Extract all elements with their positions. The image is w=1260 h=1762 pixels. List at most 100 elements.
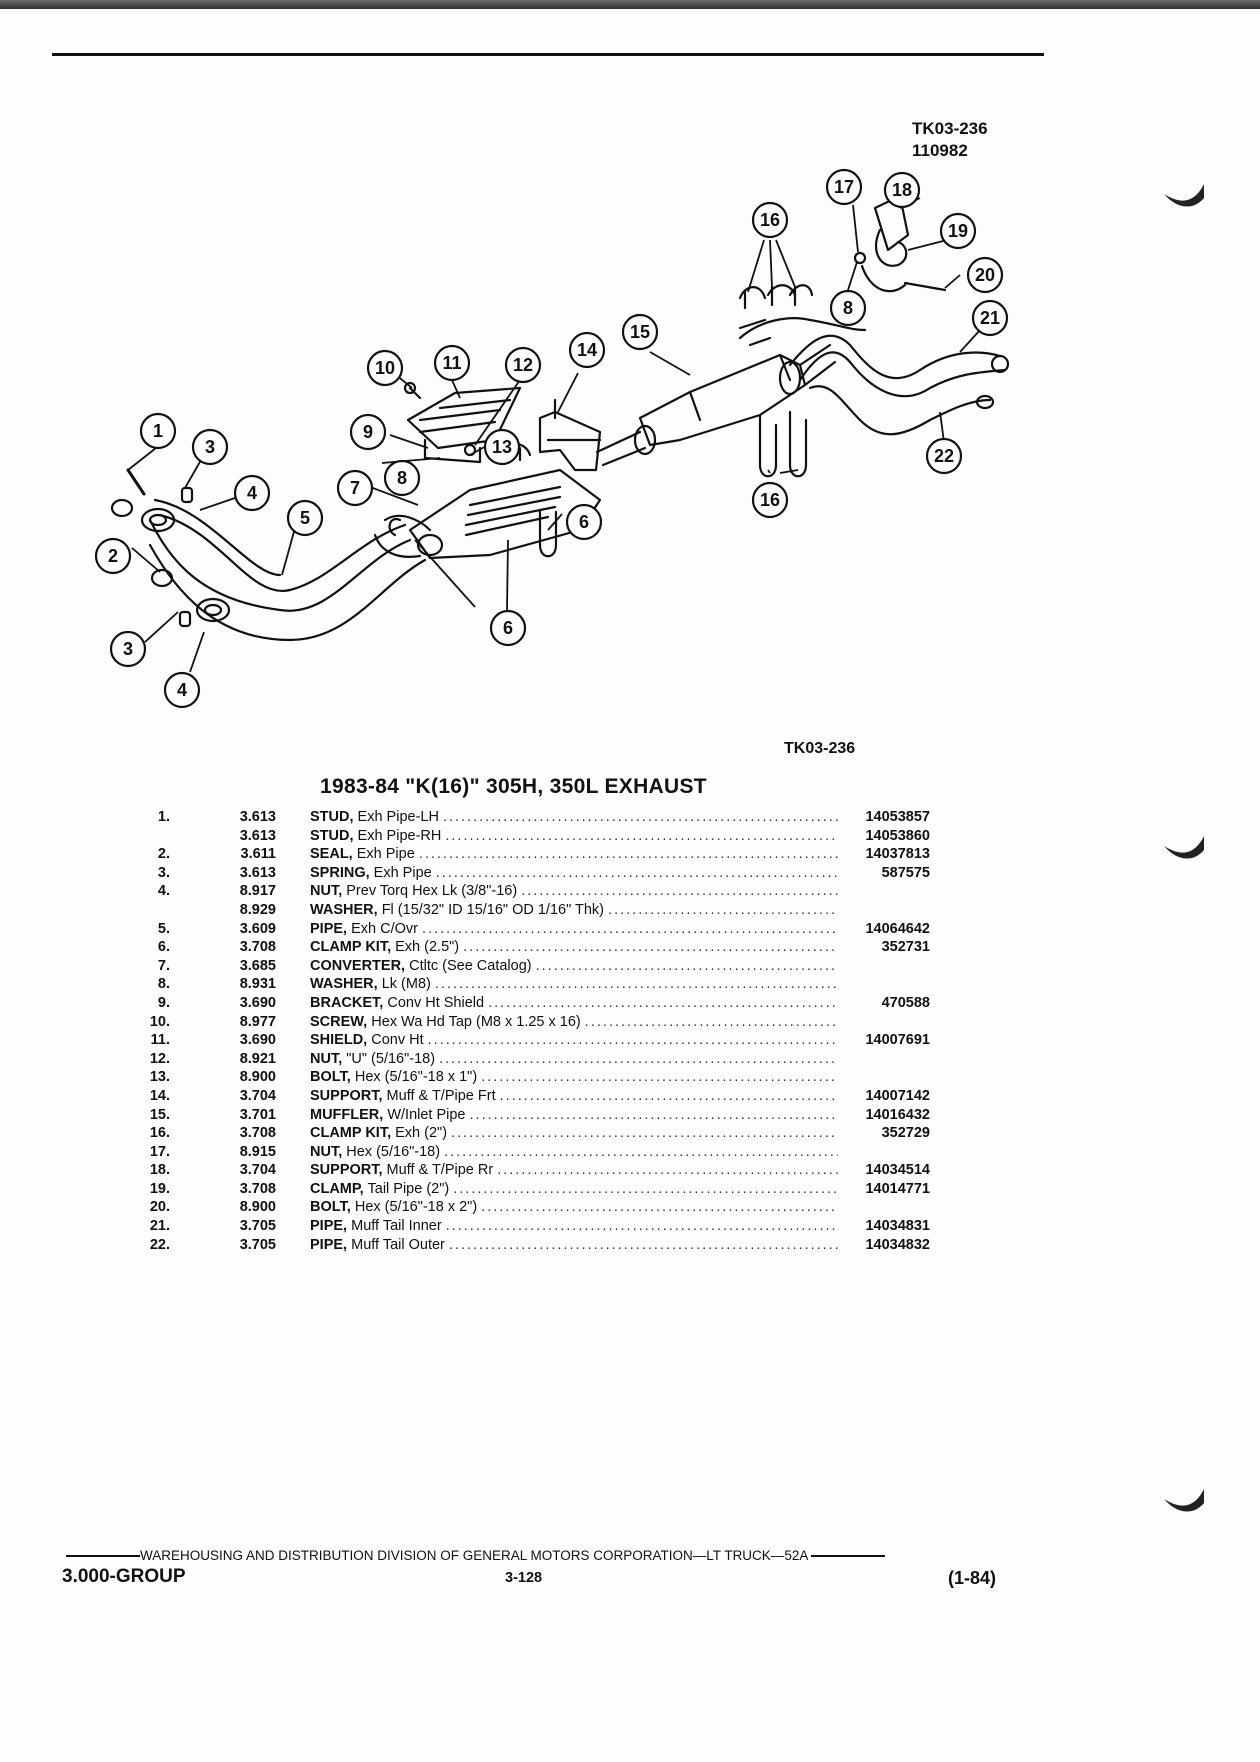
leader-dots: ........................................…	[442, 809, 838, 825]
group-number: 8.921	[239, 1050, 276, 1067]
part-number: 587575	[881, 864, 930, 881]
part-description: SUPPORT, Muff & T/Pipe Frt .............…	[310, 1087, 838, 1106]
item-number: 5.	[157, 920, 170, 937]
part-name: NUT,	[310, 1143, 343, 1160]
part-name: CLAMP KIT,	[310, 939, 392, 956]
part-number: 14007691	[865, 1032, 930, 1049]
part-detail: Exh Pipe	[373, 864, 432, 881]
part-detail: Lk (M8)	[381, 976, 431, 993]
group-number: 3.611	[240, 846, 277, 863]
figure-caption-code: TK03-236	[784, 740, 856, 757]
item-number: 16.	[149, 1125, 170, 1142]
group-number: 8.929	[239, 901, 276, 918]
leader-dots: ........................................…	[453, 1180, 838, 1197]
callouts	[94, 168, 1009, 709]
part-detail: W/Inlet Pipe	[387, 1106, 466, 1123]
item-number: 10.	[149, 1013, 170, 1030]
leader-dots: ........................................…	[521, 883, 838, 900]
item-number: 15.	[149, 1106, 170, 1123]
part-description: NUT, Hex (5/16"-18) ....................…	[310, 1143, 838, 1162]
part-detail: Exh Pipe-RH	[357, 827, 442, 844]
part-number: 352731	[881, 939, 930, 956]
group-number: 3.690	[239, 994, 276, 1011]
part-description: SCREW, Hex Wa Hd Tap (M8 x 1.25 x 16) ..…	[310, 1013, 838, 1032]
part-description: CLAMP KIT, Exh (2") ....................…	[310, 1124, 838, 1143]
leader-dots: ........................................…	[463, 939, 838, 956]
part-description: BOLT, Hex (5/16"-18 x 2") ..............…	[310, 1198, 838, 1217]
part-number: 14034831	[865, 1218, 930, 1235]
callout-8-rear: 8	[843, 298, 853, 318]
group-number: 3.609	[239, 920, 276, 937]
header-rule	[52, 53, 1044, 56]
part-detail: Hex (5/16"-18 x 1")	[354, 1069, 478, 1086]
figure-ref-code: TK03-236	[912, 119, 988, 138]
part-detail: Tail Pipe (2")	[367, 1180, 450, 1197]
group-number: 3.613	[239, 827, 276, 844]
callout-21: 21	[980, 308, 1000, 328]
part-description: BOLT, Hex (5/16"-18 x 1") ..............…	[310, 1068, 838, 1087]
callout-3-lower: 3	[123, 639, 133, 659]
callout-7: 7	[350, 478, 360, 498]
group-number: 3.704	[239, 1162, 276, 1179]
part-name: STUD,	[310, 809, 354, 825]
group-number: 3.708	[239, 939, 276, 956]
leader-dots: ........................................…	[418, 846, 838, 863]
leader-dots: ........................................…	[584, 1013, 838, 1030]
item-number: 4.	[157, 883, 170, 900]
scan-mark	[1164, 1489, 1204, 1512]
callout-4-upper: 4	[247, 483, 257, 503]
part-name: NUT,	[310, 1050, 343, 1067]
part-number: 14053860	[865, 827, 930, 844]
part-detail: Muff & T/Pipe Frt	[386, 1087, 496, 1104]
part-name: CONVERTER,	[310, 957, 406, 974]
callout-16-top: 16	[760, 210, 780, 230]
item-number: 6.	[157, 939, 170, 956]
footer-text: WAREHOUSING AND DISTRIBUTION DIVISION OF…	[140, 1548, 808, 1563]
part-number: 352729	[881, 1125, 930, 1142]
group-number: 8.915	[239, 1143, 276, 1160]
exhaust-diagram: 1 2 3 3 4 4 5 6 6 16 7 8 8 9 10 11 12 13…	[94, 168, 1010, 709]
footer-group: 3.000-GROUP	[62, 1566, 186, 1587]
part-description: STUD, Exh Pipe-RH ......................…	[310, 827, 838, 846]
part-detail: Exh Pipe	[356, 846, 415, 863]
table-row: 3.613 STUD, Exh Pipe-RH .................…	[130, 827, 930, 846]
leader-dots: ........................................…	[439, 1050, 838, 1067]
part-detail: Muff Tail Inner	[351, 1218, 442, 1235]
part-number: 14007142	[865, 1087, 930, 1104]
muffler-body	[638, 353, 807, 447]
group-number: 3.613	[239, 809, 276, 825]
part-number: 14037813	[865, 846, 930, 863]
leader-dots: ........................................…	[488, 994, 838, 1011]
part-name: SPRING,	[310, 864, 370, 881]
footer-dash-left	[66, 1555, 140, 1558]
front-support	[538, 410, 602, 472]
leader-dots: ........................................…	[608, 901, 838, 918]
scan-mark	[1164, 836, 1204, 859]
part-description: SHIELD, Conv Ht ........................…	[310, 1031, 838, 1050]
group-number: 3.704	[239, 1087, 276, 1104]
part-detail: Fl (15/32" ID 15/16" OD 1/16" Thk)	[381, 901, 605, 918]
part-description: MUFFLER, W/Inlet Pipe ..................…	[310, 1106, 838, 1125]
part-number: 14064642	[865, 920, 930, 937]
part-description: SUPPORT, Muff & T/Pipe Rr ..............…	[310, 1161, 838, 1180]
part-number: 14034832	[865, 1236, 930, 1253]
callout-18: 18	[892, 180, 912, 200]
part-description: PIPE, Exh C/Ovr ........................…	[310, 920, 838, 939]
part-name: NUT,	[310, 883, 343, 900]
callout-20: 20	[975, 265, 995, 285]
callout-10: 10	[375, 358, 395, 378]
part-description: NUT, "U" (5/16"-18) ....................…	[310, 1050, 838, 1069]
leader-dots: ........................................…	[497, 1162, 838, 1179]
leader-dots: ........................................…	[481, 1199, 838, 1216]
callout-11: 11	[442, 353, 461, 373]
